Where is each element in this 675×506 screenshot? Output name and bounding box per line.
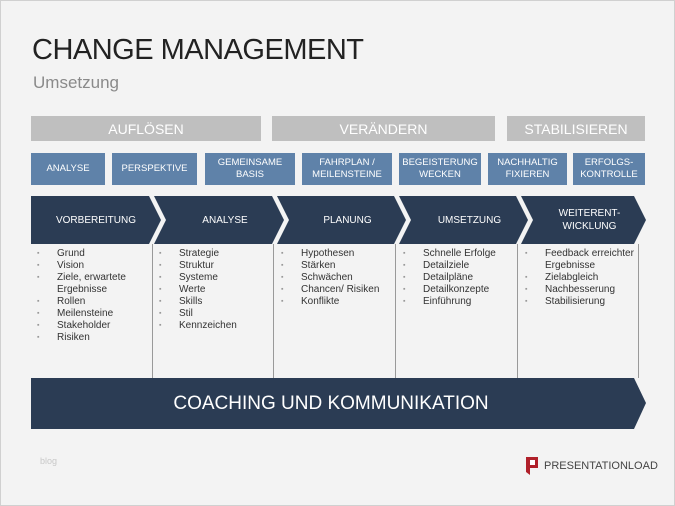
step-box: ERFOLGS-KONTROLLE (573, 153, 645, 185)
list-item: Stabilisierung (525, 296, 640, 308)
list-item: Schwächen (281, 272, 393, 284)
list-item: Detailziele (403, 260, 515, 272)
step-label: FAHRPLAN /MEILENSTEINE (312, 157, 382, 180)
stage-label: UMSETZUNG (437, 214, 502, 226)
list-item: Vision (37, 260, 149, 272)
list-item: Struktur (159, 260, 271, 272)
divider (395, 244, 396, 378)
phase-veraendern: VERÄNDERN (272, 116, 495, 141)
chevron-3 (277, 196, 406, 244)
stage-label: ANALYSE (202, 214, 248, 226)
stage-label: VORBEREITUNG (55, 214, 136, 226)
footer-blog: blog (40, 456, 58, 466)
list-item: Schnelle Erfolge (403, 248, 515, 260)
step-label: PERSPEKTIVE (121, 163, 188, 174)
list-item: Werte (159, 284, 271, 296)
step-box: PERSPEKTIVE (112, 153, 197, 185)
step-box: ANALYSE (31, 153, 105, 185)
divider (517, 244, 518, 378)
divider (638, 244, 639, 378)
phase-stabilisieren: STABILISIEREN (507, 116, 645, 141)
stage-items: Feedback erreichter ErgebnisseZielabglei… (525, 248, 640, 308)
list-item: Detailkonzepte (403, 284, 515, 296)
list-item: Nachbesserung (525, 284, 640, 296)
list-item: Einführung (403, 296, 515, 308)
list-item: Stärken (281, 260, 393, 272)
stage-items: GrundVisionZiele, erwartete ErgebnisseRo… (37, 248, 149, 344)
list-item: Ziele, erwartete Ergebnisse (37, 272, 149, 296)
step-label: ANALYSE (46, 163, 90, 174)
presentationload-logo: PRESENTATIONLOAD (525, 456, 658, 476)
list-item: Konflikte (281, 296, 393, 308)
list-item: Stil (159, 308, 271, 320)
list-item: Skills (159, 296, 271, 308)
step-label: ERFOLGS-KONTROLLE (580, 157, 638, 180)
list-item: Detailpläne (403, 272, 515, 284)
chevron-4 (399, 196, 528, 244)
list-item: Stakeholder (37, 320, 149, 332)
list-item: Chancen/ Risiken (281, 284, 393, 296)
list-item: Hypothesen (281, 248, 393, 260)
banner-label: COACHING UND KOMMUNIKATION (173, 392, 489, 414)
banner-arrow (31, 378, 646, 429)
step-box: FAHRPLAN /MEILENSTEINE (302, 153, 392, 185)
stage-items: Schnelle ErfolgeDetailzieleDetailpläneDe… (403, 248, 515, 308)
list-item: Zielabgleich (525, 272, 640, 284)
chevron-1 (31, 196, 161, 244)
logo-icon (526, 457, 538, 475)
page-title: CHANGE MANAGEMENT (32, 34, 364, 66)
logo-text: PRESENTATIONLOAD (544, 460, 658, 472)
list-item: Systeme (159, 272, 271, 284)
list-item: Rollen (37, 296, 149, 308)
stage-items: StrategieStrukturSystemeWerteSkillsStilK… (159, 248, 271, 332)
chevron-2 (154, 196, 284, 244)
divider (152, 244, 153, 378)
list-item: Kennzeichen (159, 320, 271, 332)
list-item: Feedback erreichter Ergebnisse (525, 248, 640, 272)
stage-items: HypothesenStärkenSchwächenChancen/ Risik… (281, 248, 393, 308)
list-item: Grund (37, 248, 149, 260)
chevron-5 (521, 196, 646, 244)
stage-label: PLANUNG (323, 214, 372, 226)
list-item: Meilensteine (37, 308, 149, 320)
phase-aufloesen: AUFLÖSEN (31, 116, 261, 141)
list-item: Strategie (159, 248, 271, 260)
list-item: Risiken (37, 332, 149, 344)
page-subtitle: Umsetzung (33, 73, 119, 92)
divider (273, 244, 274, 378)
stage-label: WEITERENT-WICKLUNG (558, 208, 621, 232)
